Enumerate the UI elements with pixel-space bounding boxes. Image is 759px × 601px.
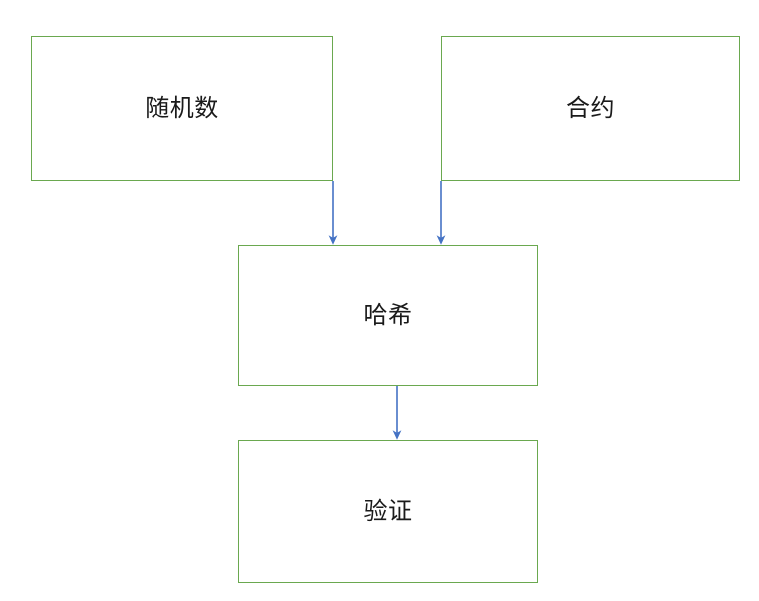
node-contract[interactable]: 合约 [441, 36, 740, 181]
node-random[interactable]: 随机数 [31, 36, 333, 181]
node-hash[interactable]: 哈希 [238, 245, 538, 386]
node-random-label: 随机数 [145, 94, 219, 123]
node-contract-label: 合约 [566, 94, 615, 123]
node-hash-label: 哈希 [363, 301, 413, 330]
node-verify-label: 验证 [363, 497, 413, 526]
node-verify[interactable]: 验证 [238, 440, 538, 583]
